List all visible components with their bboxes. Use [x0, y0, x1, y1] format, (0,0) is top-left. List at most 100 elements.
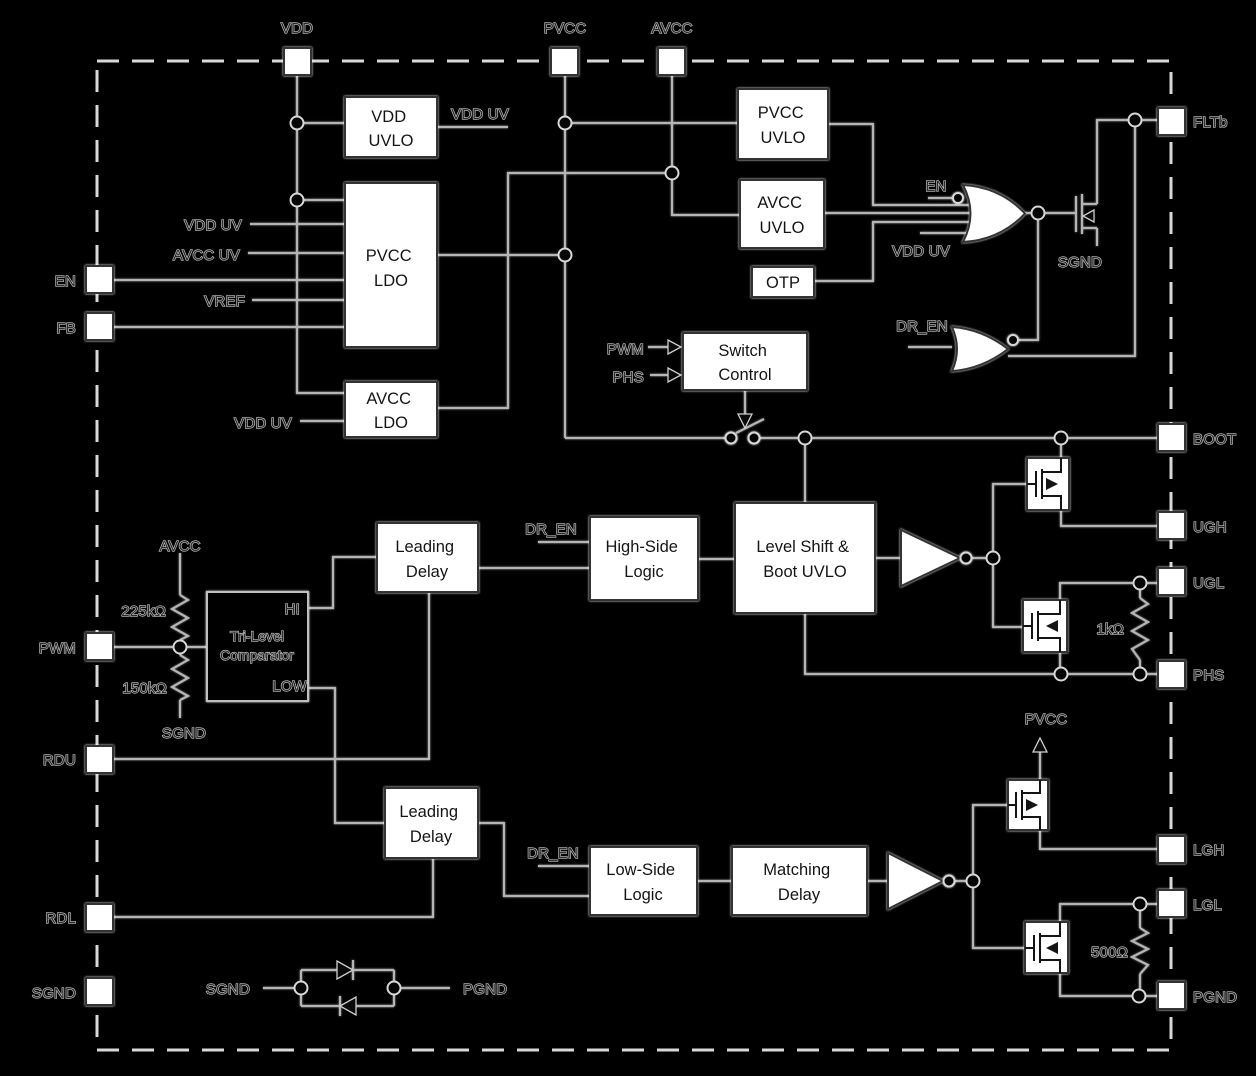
wire-m2-drain-ugl: [1058, 581, 1158, 600]
block-label-leading-delay-high: Leading Delay: [395, 538, 458, 581]
block-switch-control: [682, 332, 808, 391]
junction-dot: [1131, 988, 1147, 1004]
resistor-zigzag-150k: [169, 654, 191, 701]
en-invert-bubble: [952, 192, 964, 204]
block-low-side-logic: [589, 846, 698, 916]
block-label-leading-delay-low: Leading Delay: [399, 803, 462, 846]
block-high-side-logic: [589, 516, 699, 601]
pin-avcc: [657, 47, 686, 76]
junction-dot: [293, 980, 309, 996]
pin-label-rdu: RDU: [43, 752, 76, 769]
signal-label-vdd-uv: VDD UV: [184, 217, 242, 234]
wire-hi-out: [308, 555, 377, 610]
pin-lgh: [1157, 835, 1186, 864]
junction-dot: [664, 165, 680, 181]
block-label-otp: OTP: [766, 274, 800, 292]
mosfet-glyph: [1025, 922, 1061, 973]
shapes: [85, 47, 1186, 1010]
wire-ld2-out: [478, 821, 590, 898]
wire-rdl: [112, 858, 435, 919]
junction-dot: [1132, 666, 1148, 682]
wire-m3-gate: [971, 803, 1008, 881]
resistor-label-150k: 150kΩ: [122, 680, 167, 697]
junction-dot: [557, 115, 573, 131]
pin-label-phs: PHS: [1193, 667, 1224, 684]
block-label-matching-delay: Matching Delay: [763, 861, 835, 904]
resistor-label-500: 500Ω: [1091, 944, 1128, 961]
pin-label-fb: FB: [56, 320, 76, 337]
pin-label-pgnd: PGND: [1193, 989, 1237, 1006]
wire-pvccuvlo-to-gate: [828, 122, 976, 207]
pin-label-pvcc: PVCC: [544, 20, 586, 37]
inverter-high-side: [900, 528, 963, 588]
pin-phs: [1157, 660, 1186, 689]
signal-label-pwm: PWM: [607, 341, 644, 358]
resistor-zigzag-225k: [169, 594, 191, 641]
block-avcc-uvlo: [739, 179, 825, 249]
wire-m4-drain-lgl: [1058, 902, 1158, 922]
resistor-zigzag-500: [1129, 927, 1151, 975]
junction-dot: [289, 192, 305, 208]
block-label-tri-level: Tri-Level: [230, 628, 284, 644]
block-avcc-ldo: [344, 381, 438, 438]
wire-otp-to-gate: [814, 220, 976, 283]
pin-rdl: [85, 903, 114, 932]
junction-dot: [985, 550, 1001, 566]
wire-low-out: [308, 686, 385, 825]
signal-label-dr-en: DR_EN: [525, 521, 577, 538]
junction-dot: [1053, 430, 1069, 446]
pin-label-fltb: FLTb: [1193, 114, 1228, 131]
pin-boot: [1157, 423, 1186, 452]
mosfet-glyph: [1023, 600, 1061, 652]
junction-dot: [1030, 205, 1046, 221]
block-label-pvcc-ldo: PVCC LDO: [366, 247, 416, 290]
pin-pvcc: [550, 47, 579, 76]
junction-dot: [1132, 575, 1148, 591]
pin-label-pwm: PWM: [39, 640, 76, 657]
pin-label-rdl: RDL: [45, 910, 76, 927]
pin-label-vdd: VDD: [281, 20, 313, 37]
mosfet-arrow-icon: [1081, 208, 1095, 224]
switch-contact-right: [747, 431, 761, 445]
signal-label-avcc: AVCC: [159, 538, 200, 555]
junction-dot: [1127, 112, 1143, 128]
signal-label-sgnd: SGND: [1058, 254, 1102, 271]
wire-m4-source-pgnd: [1058, 973, 1158, 998]
junction-dot: [1053, 666, 1069, 682]
wire-rdu: [112, 592, 431, 761]
inverter-bubble-high: [959, 551, 973, 565]
block-leading-delay-high: [376, 522, 479, 593]
mosfet-arrow-icon: [1046, 478, 1058, 490]
arrow-icon: [667, 366, 683, 384]
wire-m1-source-ugh: [1059, 510, 1158, 528]
pin-fltb: [1157, 107, 1186, 136]
mosfet-arrow-icon: [1046, 942, 1058, 954]
pin-label-ugl: UGL: [1193, 575, 1224, 592]
pin-fb: [85, 312, 114, 341]
signal-label-pgnd: PGND: [463, 981, 507, 998]
wire-phs-rail: [803, 613, 1158, 676]
pin-sgnd: [85, 977, 114, 1006]
pin-ugl: [1157, 567, 1186, 596]
nor-output-bubble: [1007, 334, 1019, 346]
pin-pwm: [85, 632, 114, 661]
junction-dot: [1132, 896, 1148, 912]
wire-m2-gate: [991, 558, 1023, 629]
wire-switch-blade: [735, 418, 765, 434]
pin-label-ugh: UGH: [1193, 519, 1227, 536]
signal-label-en: EN: [925, 178, 946, 195]
resistor-label-1k: 1kΩ: [1096, 621, 1124, 638]
junction-dots: [172, 112, 1148, 1004]
signal-label-vdd-uv: VDD UV: [234, 415, 292, 432]
labels: VDD PVCC AVCC FLTb BOOT UGH UGL PHS LGH …: [31, 19, 1237, 1006]
pin-en: [85, 265, 114, 294]
block-label-level-shift: Level Shift & Boot UVLO: [756, 538, 853, 581]
arrow-up-pvcc-icon: [1031, 736, 1049, 753]
glyphs: [336, 208, 1095, 1017]
signal-label-avcc-uv: AVCC UV: [173, 247, 240, 264]
pin-lgl: [1157, 889, 1186, 918]
switch-contact-left: [724, 431, 738, 445]
resistor-label-225k: 225kΩ: [121, 603, 166, 620]
signal-label-dr-en: DR_EN: [527, 845, 579, 862]
